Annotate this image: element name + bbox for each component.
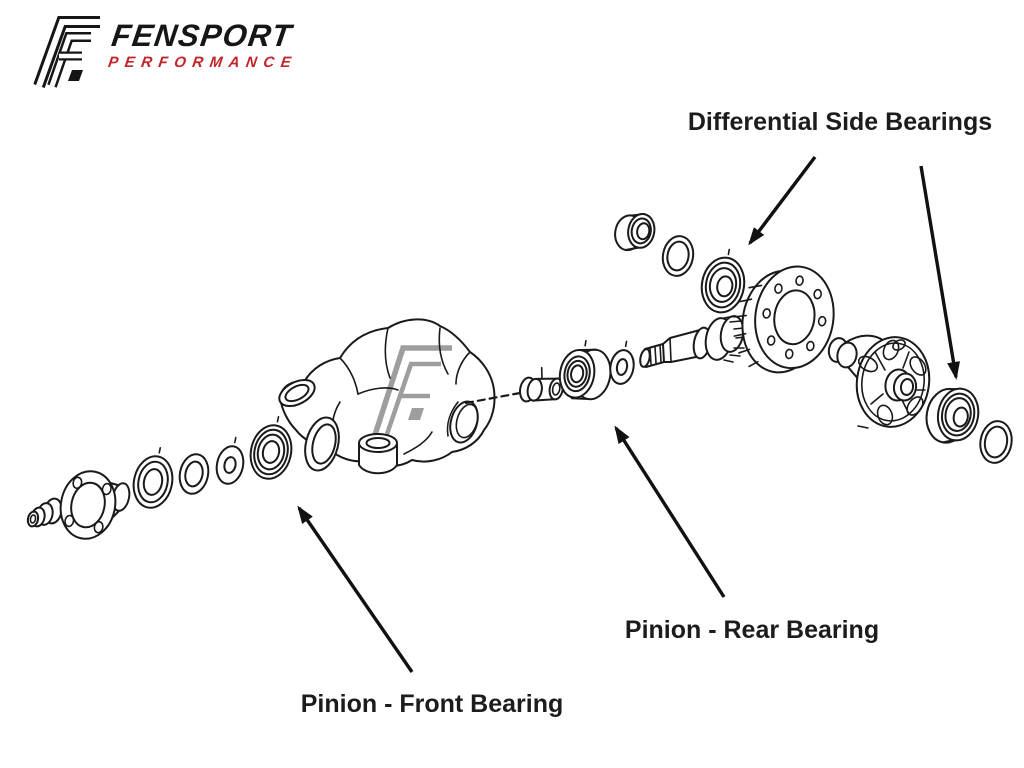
housing-bottom-collar	[358, 433, 398, 475]
side-bearing-race	[979, 420, 1013, 464]
fensport-logo: FENSPORT PERFORMANCE	[24, 14, 300, 92]
arrow-front-bearing	[297, 505, 414, 673]
side-bearing	[925, 387, 980, 444]
seal-ring	[178, 453, 210, 495]
label-differential-side-bearings: Differential Side Bearings	[688, 108, 992, 136]
label-pinion-rear-bearing: Pinion - Rear Bearing	[625, 616, 879, 644]
housing-side-opening	[449, 400, 479, 444]
thrust-washer	[609, 340, 635, 385]
side-bearing-race	[661, 235, 695, 277]
label-pinion-front-bearing: Pinion - Front Bearing	[301, 690, 564, 718]
pinion-nut	[26, 497, 63, 528]
differential-case	[827, 334, 931, 429]
centerline-dashed	[464, 391, 522, 405]
ring-gear	[733, 265, 835, 374]
fensport-f-emblem-watermark	[371, 345, 452, 439]
arrow-side-bearing-left	[748, 155, 817, 246]
logo-text: FENSPORT PERFORMANCE	[107, 14, 304, 72]
washer	[215, 436, 245, 485]
arrow-rear-bearing	[614, 425, 726, 598]
pinion-rear-bearing	[558, 340, 612, 401]
side-bearing	[700, 248, 746, 314]
pinion-front-bearing	[249, 415, 293, 480]
housing-boss-ring	[278, 378, 316, 408]
logo-brand-text: FENSPORT	[109, 18, 295, 53]
collapsible-spacer	[519, 366, 564, 403]
pinion-gear-shaft	[639, 315, 746, 368]
emblem-block	[68, 70, 83, 81]
housing-nose-bore	[304, 416, 340, 472]
differential-carrier-housing	[278, 318, 522, 475]
fensport-emblem-icon	[33, 16, 100, 89]
arrow-side-bearing-right	[919, 165, 960, 380]
logo-tagline-text: PERFORMANCE	[107, 53, 299, 71]
oil-seal	[132, 446, 174, 509]
companion-flange	[59, 470, 131, 540]
side-bearing	[614, 213, 656, 252]
